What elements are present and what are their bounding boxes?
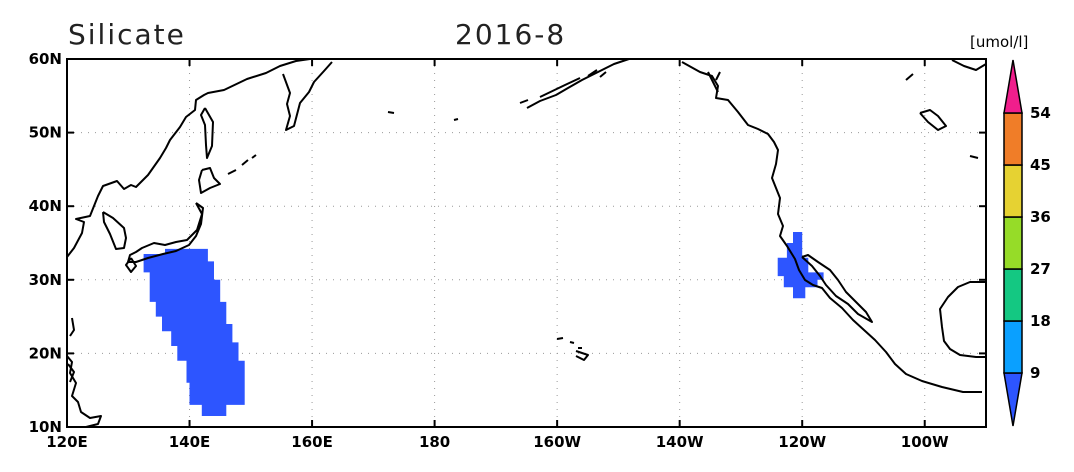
coastline-kamchatka	[282, 61, 333, 131]
coastline-alaska-gulf	[681, 61, 982, 393]
colorbar-unit-label: [umol/l]	[970, 33, 1028, 51]
colorbar: [umol/l] 9 18 27 36 45 54	[970, 33, 1051, 427]
coastline-hawaii	[556, 337, 589, 361]
lon-tick-label: 140W	[656, 433, 704, 451]
latitude-axis: 10N 20N 30N 40N 50N 60N	[29, 50, 986, 436]
lon-tick-label: 180	[419, 433, 450, 451]
colorbar-labels: 9 18 27 36 45 54	[1030, 104, 1051, 382]
coastline-kyushu	[125, 257, 137, 273]
colorbar-level-label: 27	[1030, 260, 1051, 278]
colorbar-segment	[1003, 268, 1023, 322]
lon-tick-label: 140E	[169, 433, 211, 451]
coastline-hokkaido	[198, 167, 221, 194]
field-region-western-pacific-low-silicate	[143, 248, 245, 416]
lat-tick-label: 40N	[29, 197, 62, 215]
coastline-asia-mainland	[66, 58, 311, 258]
coastline-aleutians	[387, 69, 607, 121]
coastline-asia-south	[66, 355, 102, 428]
colorbar-lower-triangle	[1003, 372, 1023, 427]
lat-tick-label: 10N	[29, 418, 62, 436]
lat-tick-label: 20N	[29, 344, 62, 362]
colorbar-segments	[1003, 59, 1023, 427]
colorbar-segment	[1003, 112, 1023, 166]
colorbar-level-label: 54	[1030, 104, 1051, 122]
colorbar-segment	[1003, 164, 1023, 218]
colorbar-level-label: 36	[1030, 208, 1051, 226]
lon-tick-label: 160E	[291, 433, 333, 451]
map-panel: 120E 140E 160E 180 160W 140W 120W 100W 10N 20N 30…	[29, 50, 987, 451]
lon-tick-label: 160W	[533, 433, 581, 451]
coastline-honshu	[127, 202, 204, 263]
colorbar-segment	[1003, 320, 1023, 374]
coastline-alaska	[526, 58, 630, 109]
coastline-canada-arctic	[707, 59, 987, 159]
variable-title: Silicate	[68, 18, 186, 51]
coastline-gulf-of-mexico	[939, 281, 986, 358]
coastline-baja-california	[801, 254, 873, 323]
lon-tick-label: 100W	[901, 433, 949, 451]
lon-tick-label: 120E	[46, 433, 88, 451]
coastline-kurils	[227, 154, 257, 175]
colorbar-level-label: 9	[1030, 364, 1040, 382]
colorbar-level-label: 45	[1030, 156, 1051, 174]
longitude-axis: 120E 140E 160E 180 160W 140W 120W 100W	[46, 59, 949, 451]
map-frame	[66, 58, 987, 428]
lat-tick-label: 60N	[29, 50, 62, 68]
colorbar-upper-triangle	[1003, 59, 1023, 114]
date-title: 2016-8	[455, 18, 566, 51]
colorbar-level-label: 18	[1030, 312, 1051, 330]
coastline-korea	[102, 211, 127, 250]
lon-tick-label: 120W	[778, 433, 826, 451]
lat-tick-label: 30N	[29, 271, 62, 289]
lat-tick-label: 50N	[29, 124, 62, 142]
coastlines	[66, 58, 987, 428]
coastline-sakhalin	[200, 107, 214, 159]
colorbar-segment	[1003, 216, 1023, 270]
coastline-taiwan-philippines	[67, 317, 75, 383]
